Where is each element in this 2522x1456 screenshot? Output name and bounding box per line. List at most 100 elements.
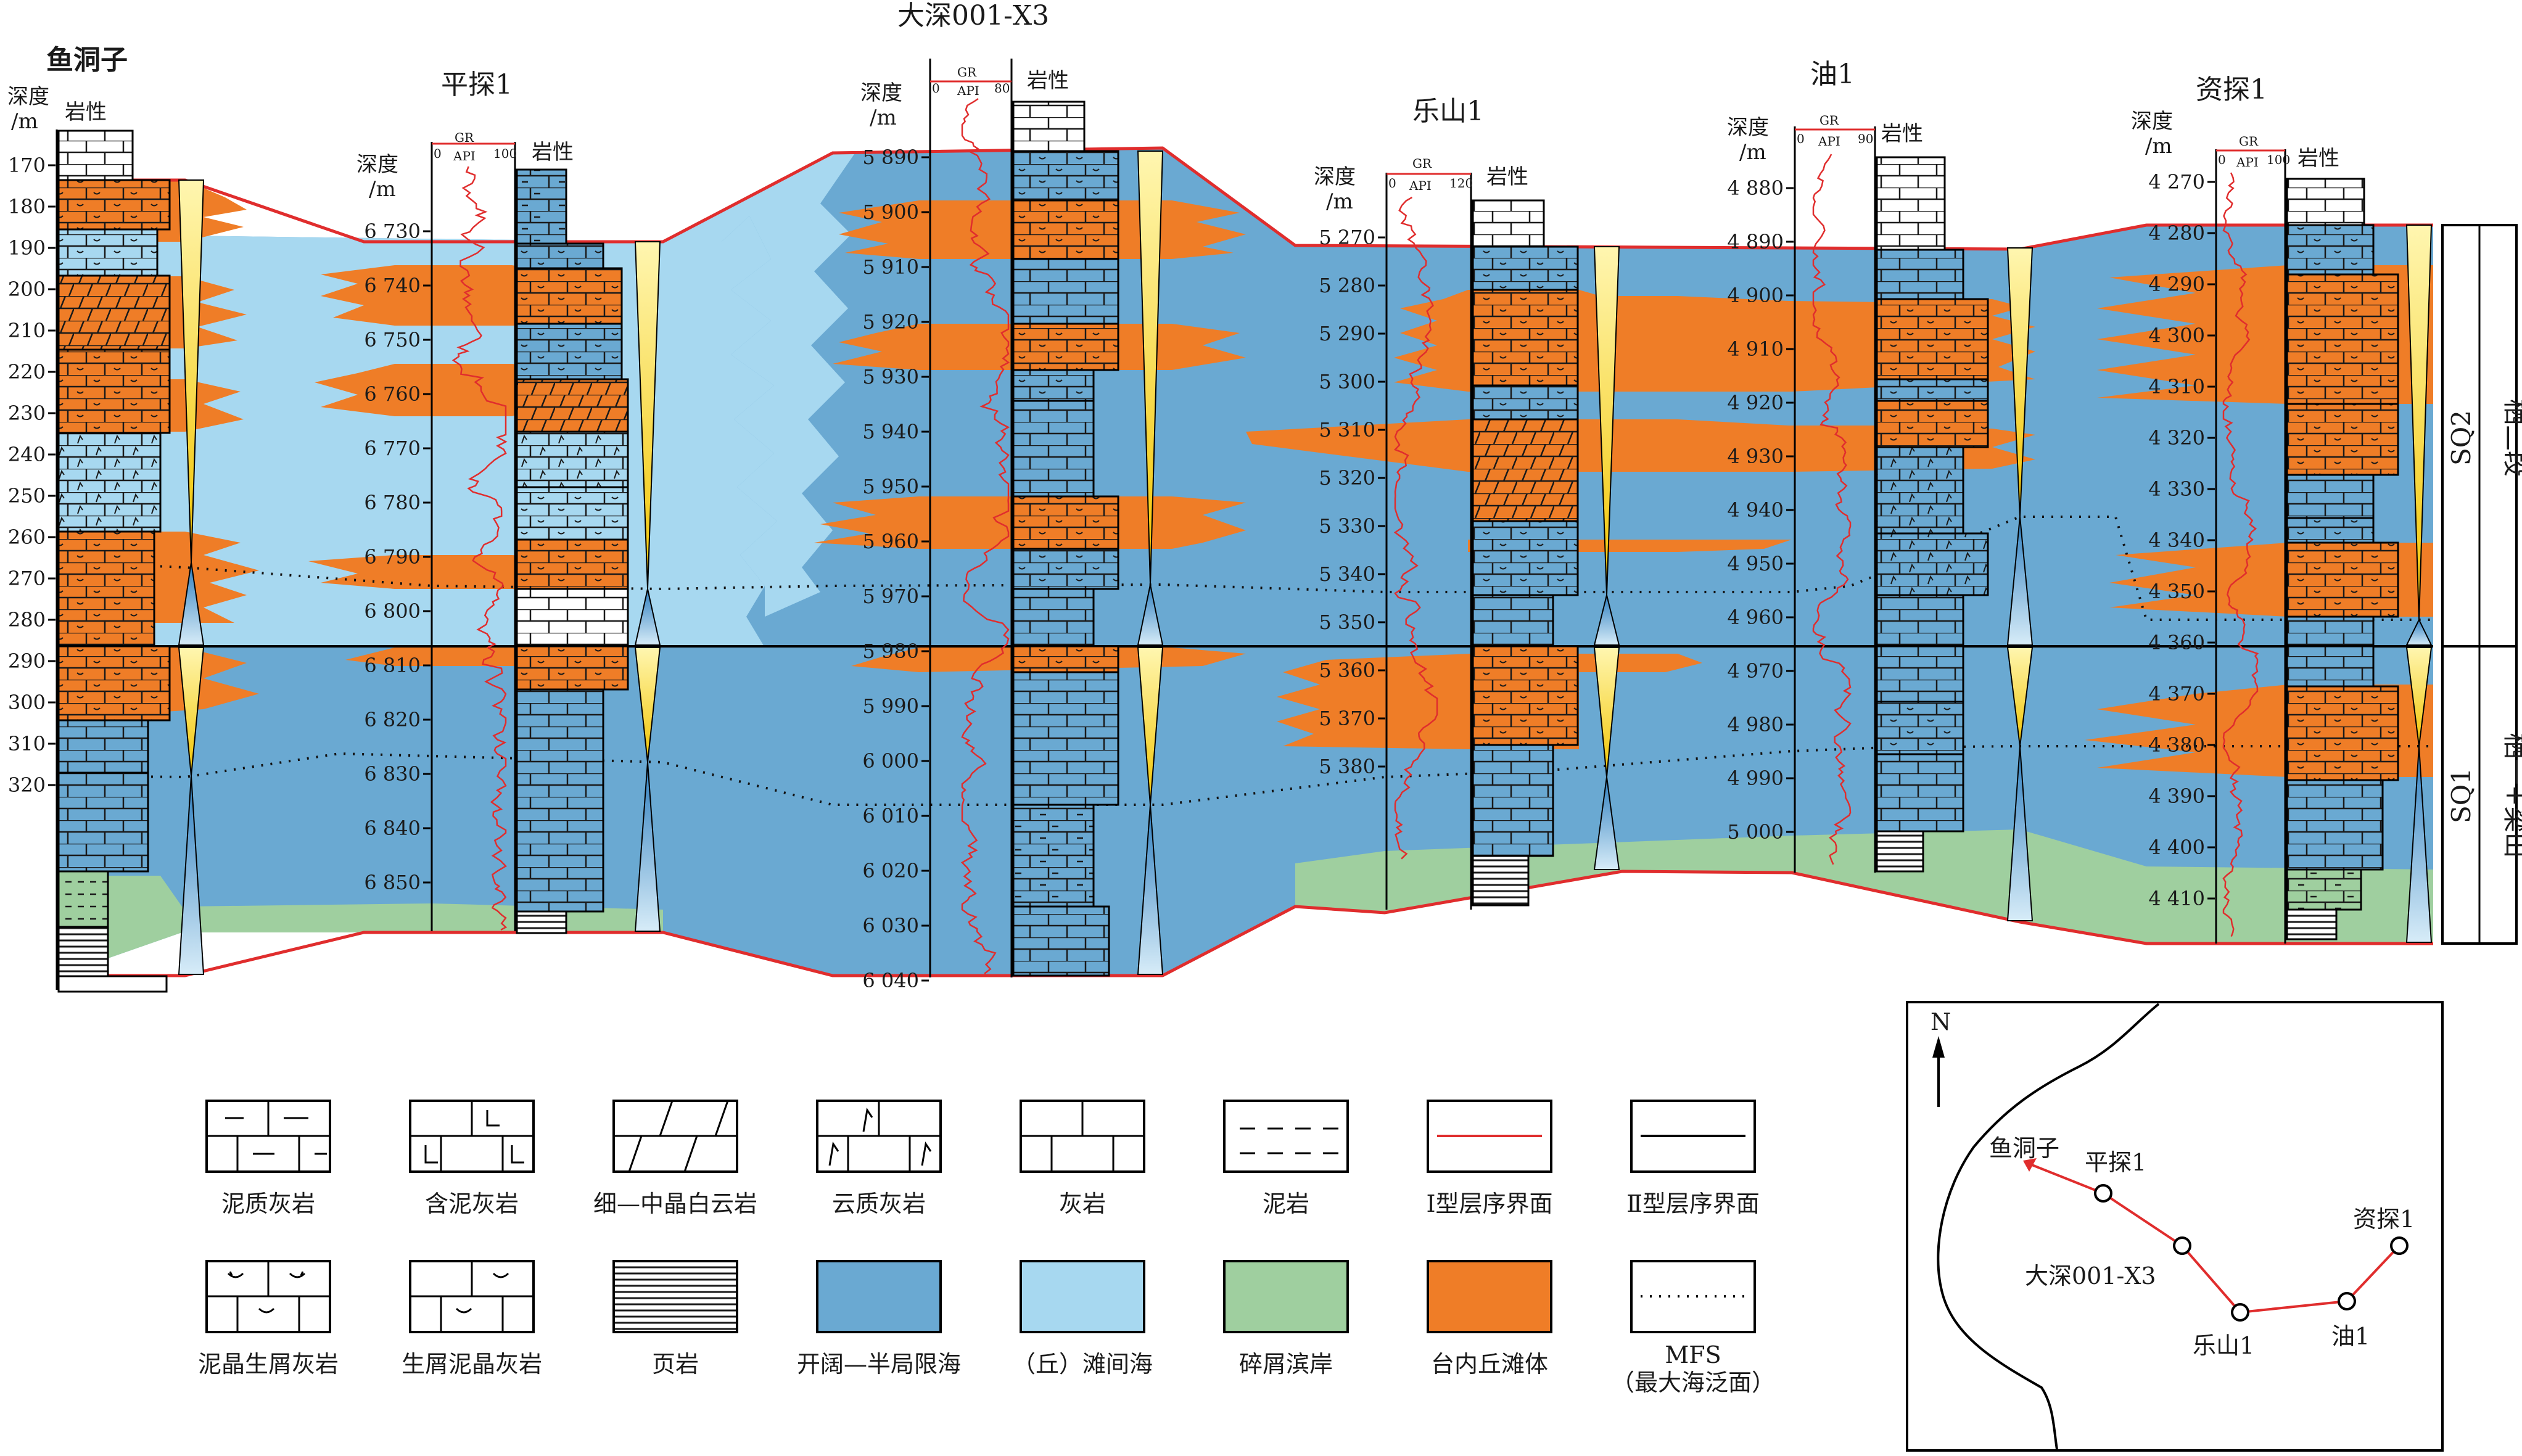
depth-unit: /m bbox=[369, 177, 396, 202]
svg-text:120: 120 bbox=[1449, 176, 1473, 191]
depth-tick-label: 5 350 bbox=[1319, 611, 1375, 634]
depth-tick-label: 240 bbox=[8, 443, 46, 466]
svg-text:0: 0 bbox=[1388, 176, 1396, 191]
depth-tick-label: 6 020 bbox=[862, 859, 919, 882]
sequence-triangles bbox=[2405, 224, 2433, 943]
depth-header: 深度 bbox=[7, 84, 49, 109]
depth-tick-label: 180 bbox=[8, 195, 46, 218]
svg-text:GR: GR bbox=[957, 65, 977, 80]
depth-tick-label: 5 930 bbox=[862, 365, 919, 389]
svg-text:90: 90 bbox=[1858, 131, 1873, 146]
svg-text:（最大海泛面）: （最大海泛面） bbox=[1611, 1369, 1775, 1396]
gr-curve bbox=[1393, 196, 1438, 860]
depth-tick-label: 6 030 bbox=[862, 914, 919, 937]
well-yudongzi: 鱼洞子 深度 /m 岩性 170180190200210220230240250… bbox=[7, 44, 205, 993]
well-name: 乐山1 bbox=[1412, 96, 1484, 127]
svg-text:API: API bbox=[2236, 155, 2259, 170]
north-arrow: N bbox=[1931, 1008, 1951, 1107]
depth-tick-label: 4 910 bbox=[1727, 337, 1784, 361]
depth-tick-label: 5 990 bbox=[862, 694, 919, 718]
svg-text:生屑泥晶灰岩: 生屑泥晶灰岩 bbox=[402, 1351, 542, 1378]
map-label-dashen: 大深001-X3 bbox=[2025, 1262, 2156, 1289]
type1-sequence-boundary-base bbox=[59, 870, 2433, 977]
member-label-1: 栖一+梁山 bbox=[2500, 733, 2522, 858]
depth-tick-label: 4 950 bbox=[1727, 552, 1784, 575]
svg-text:0: 0 bbox=[434, 146, 442, 161]
depth-tick-label: 4 920 bbox=[1727, 391, 1784, 414]
svg-text:MFS: MFS bbox=[1665, 1341, 1721, 1368]
well-name: 大深001-X3 bbox=[897, 0, 1049, 31]
depth-tick-label: 4 980 bbox=[1727, 713, 1784, 736]
legend-item-bioclastic-micrite: 生屑泥晶灰岩 bbox=[402, 1260, 542, 1378]
svg-text:0: 0 bbox=[2218, 152, 2226, 167]
depth-tick-label: 6 010 bbox=[862, 804, 919, 828]
gr-track: GR 0 API 100 bbox=[431, 130, 517, 931]
legend-item-type1-boundary: Ⅰ型层序界面 bbox=[1426, 1100, 1553, 1217]
sequence-column: SQ2 栖二段 SQ1 栖一+梁山 bbox=[2441, 224, 2522, 945]
depth-tick-label: 5 940 bbox=[862, 420, 919, 443]
svg-text:N: N bbox=[1931, 1008, 1951, 1035]
depth-tick-label: 280 bbox=[8, 608, 46, 631]
svg-text:含泥灰岩: 含泥灰岩 bbox=[425, 1190, 519, 1217]
litho-header: 岩性 bbox=[1486, 165, 1528, 189]
lithology-column bbox=[1472, 199, 1579, 907]
depth-tick-label: 4 390 bbox=[2148, 784, 2205, 808]
depth-tick-label: 5 320 bbox=[1319, 466, 1375, 490]
depth-tick-label: 320 bbox=[8, 773, 46, 797]
litho-header: 岩性 bbox=[65, 100, 107, 125]
depth-tick-label: 5 950 bbox=[862, 475, 919, 498]
litho-header: 岩性 bbox=[532, 140, 574, 165]
depth-tick-label: 4 280 bbox=[2148, 221, 2205, 245]
depth-tick-label: 6 790 bbox=[364, 545, 421, 569]
depth-tick-label: 170 bbox=[8, 154, 46, 177]
depth-tick-label: 6 040 bbox=[862, 969, 919, 992]
depth-tick-label: 5 300 bbox=[1319, 370, 1375, 393]
gr-curve bbox=[960, 97, 1010, 974]
depth-tick-label: 6 740 bbox=[364, 274, 421, 297]
depth-header: 深度 bbox=[1314, 165, 1356, 189]
depth-tick-label: 5 280 bbox=[1319, 274, 1375, 297]
depth-unit: /m bbox=[11, 109, 38, 134]
depth-tick-label: 290 bbox=[8, 649, 46, 673]
depth-tick-label: 4 360 bbox=[2148, 631, 2205, 654]
well-name: 鱼洞子 bbox=[46, 44, 128, 76]
map-label-you1: 油1 bbox=[2331, 1323, 2370, 1350]
depth-tick-label: 4 290 bbox=[2148, 273, 2205, 296]
svg-text:Ⅱ型层序界面: Ⅱ型层序界面 bbox=[1626, 1190, 1760, 1217]
svg-text:0: 0 bbox=[932, 81, 940, 96]
depth-tick-label: 5 270 bbox=[1319, 226, 1375, 249]
section-line bbox=[2030, 1163, 2400, 1314]
legend-item-dolomitic-limestone: 云质灰岩 bbox=[816, 1100, 942, 1217]
svg-text:API: API bbox=[957, 83, 979, 98]
depth-tick-label: 4 900 bbox=[1727, 284, 1784, 307]
depth-tick-label: 6 780 bbox=[364, 491, 421, 514]
litho-header: 岩性 bbox=[2297, 146, 2339, 171]
depth-tick-label: 230 bbox=[8, 401, 46, 425]
lithology-column bbox=[2286, 178, 2399, 940]
svg-text:云质灰岩: 云质灰岩 bbox=[832, 1190, 926, 1217]
depth-unit: /m bbox=[2145, 134, 2172, 158]
legend-item-mudstone: 泥岩 bbox=[1223, 1100, 1349, 1217]
depth-tick-label: 6 830 bbox=[364, 762, 421, 786]
depth-tick-label: 6 810 bbox=[364, 654, 421, 677]
depth-tick-label: 5 000 bbox=[1727, 820, 1784, 844]
svg-text:100: 100 bbox=[493, 146, 517, 161]
depth-tick-label: 4 320 bbox=[2148, 426, 2205, 450]
depth-tick-label: 5 910 bbox=[862, 255, 919, 279]
depth-tick-label: 220 bbox=[8, 360, 46, 384]
depth-tick-label: 4 960 bbox=[1727, 606, 1784, 629]
depth-tick-label: 4 880 bbox=[1727, 176, 1784, 200]
lithology-column bbox=[1012, 101, 1119, 977]
depth-header: 深度 bbox=[860, 81, 902, 105]
depth-header: 深度 bbox=[2131, 109, 2173, 134]
intershoal-sea-facies bbox=[666, 154, 854, 617]
litho-header: 岩性 bbox=[1027, 68, 1069, 93]
svg-text:80: 80 bbox=[994, 81, 1010, 96]
depth-tick-label: 5 290 bbox=[1319, 322, 1375, 345]
